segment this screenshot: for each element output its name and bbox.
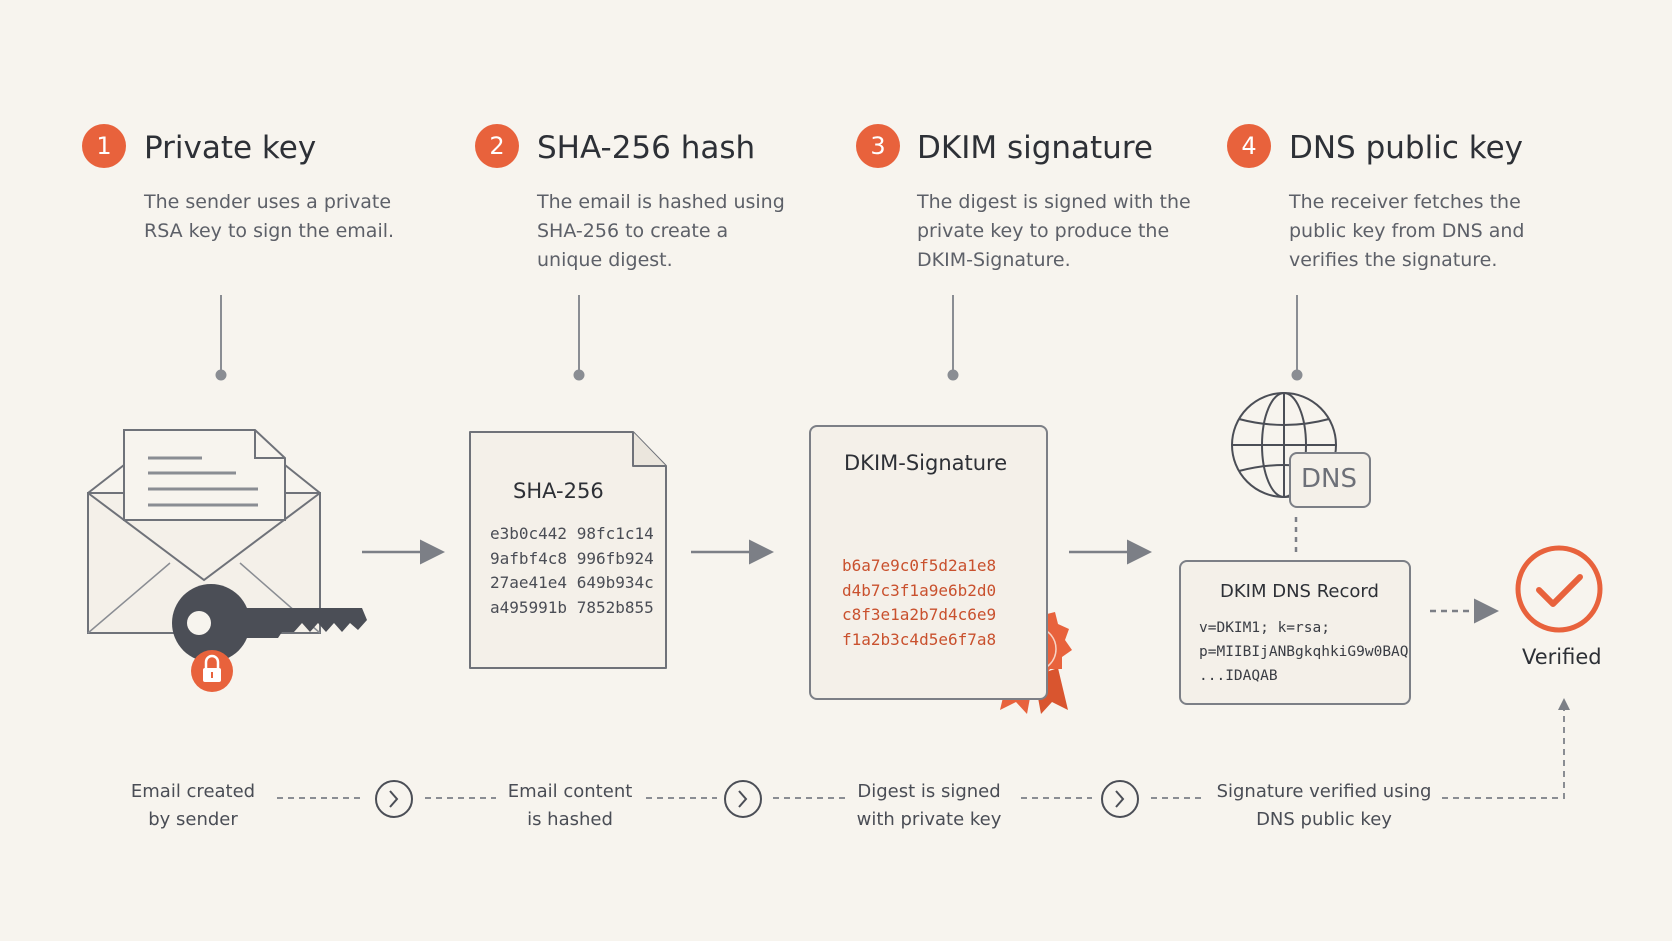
step-badge-4: 4 — [1227, 124, 1271, 168]
dns-record-card — [1179, 560, 1411, 705]
hash-card-lines: e3b0c442 98fc1c14 9afbf4c8 996fb924 27ae… — [490, 524, 654, 617]
step-badge-1: 1 — [82, 124, 126, 168]
step-desc-2: The email is hashed using SHA-256 to cre… — [537, 191, 785, 271]
signature-card-title: DKIM-Signature — [844, 451, 1008, 475]
chevron-right-icon — [375, 780, 1139, 818]
arrow-up-icon — [1558, 698, 1570, 710]
verified-label: Verified — [1522, 645, 1602, 669]
step-title-2: SHA-256 hash — [537, 130, 756, 166]
dns-record-title: DKIM DNS Record — [1220, 581, 1379, 602]
step-title-4: DNS public key — [1289, 130, 1523, 166]
step-badge-3: 3 — [856, 124, 900, 168]
dns-badge-box — [1289, 452, 1371, 508]
signature-card-lines: b6a7e9c0f5d2a1e8 d4b7c3f1a9e6b2d0 c8f3e1… — [842, 556, 997, 649]
globe-icon — [1231, 392, 1337, 498]
signature-card — [809, 425, 1048, 700]
key-icon — [172, 584, 367, 662]
arrow-right-icon — [362, 539, 1499, 624]
dns-record-lines: v=DKIM1; k=rsa; p=MIIBIjANBgkqhkiG9w0BAQ… — [1199, 620, 1409, 684]
step-title-1: Private key — [144, 130, 317, 166]
step-title-3: DKIM signature — [917, 130, 1153, 166]
step-desc-4: The receiver fetches the public key from… — [1289, 191, 1525, 271]
lock-icon-envelope — [191, 650, 233, 692]
document-icon — [469, 431, 667, 669]
flow-dashes — [277, 708, 1565, 799]
checkmark-icon — [1515, 545, 1603, 633]
step-badge-2: 2 — [475, 124, 519, 168]
dns-badge-label: DNS — [1301, 464, 1357, 494]
envelope-icon — [87, 429, 321, 634]
hash-card-title: SHA-256 — [513, 479, 604, 503]
connector-stems — [215, 295, 1303, 381]
step-desc-1: The sender uses a private RSA key to sig… — [144, 191, 395, 242]
step-desc-3: The digest is signed with the private ke… — [917, 191, 1191, 271]
